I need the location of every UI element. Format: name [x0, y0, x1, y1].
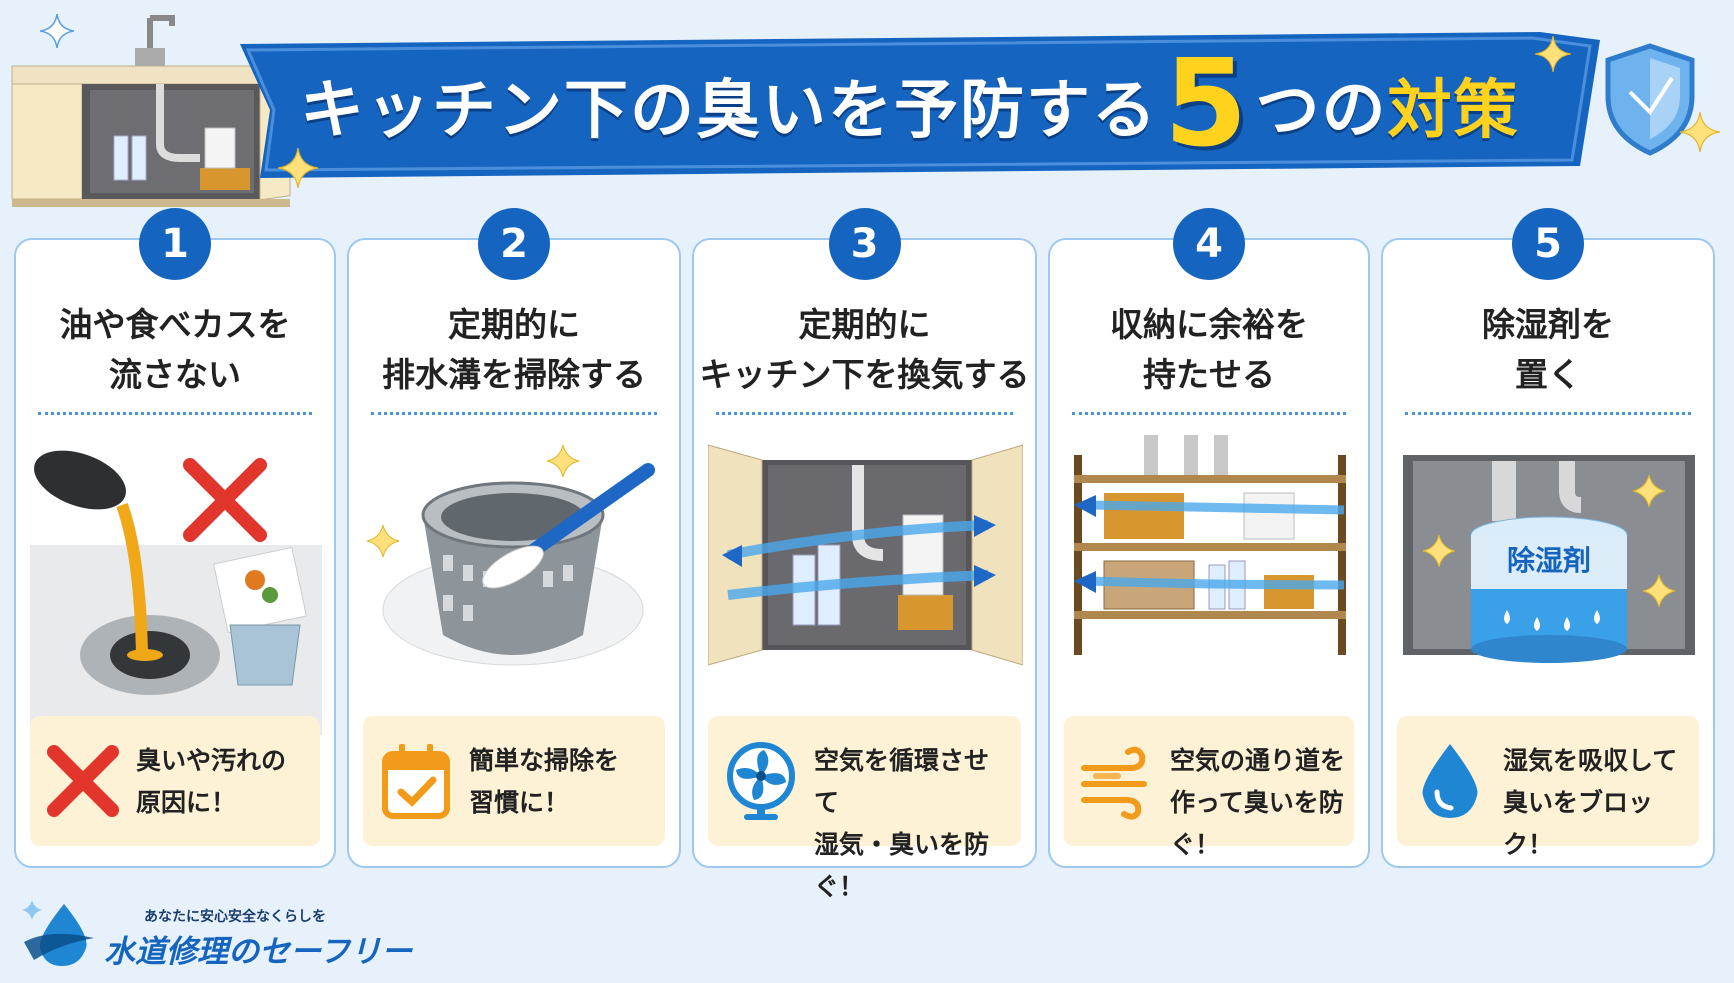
step-note-text: 臭いや汚れの 原因に！ — [136, 740, 312, 824]
dotted-divider — [1072, 412, 1346, 415]
note-line1: 湿気を吸収して — [1503, 746, 1678, 775]
note-line2: 臭いをブロック！ — [1503, 788, 1654, 859]
wind-icon — [1081, 746, 1147, 820]
step-note: 臭いや汚れの 原因に！ — [30, 716, 320, 846]
step-title-line2: 排水溝を掃除する — [382, 355, 646, 394]
step-note-text: 空気の通り道を 作って臭いを防ぐ！ — [1170, 740, 1346, 866]
step-number-badge: 3 — [828, 208, 901, 280]
step-title: 油や食べカスを 流さない — [16, 300, 334, 400]
step-title-line2: 流さない — [109, 355, 241, 394]
calendar-check-icon — [382, 744, 450, 819]
step-card-5: 5 除湿剤を 置く 除湿剤 湿気を吸収して 臭いをブロック！ — [1381, 208, 1715, 868]
step-title-line2: 置く — [1515, 355, 1581, 394]
step-number-badge: 5 — [1512, 208, 1584, 280]
step-note: 空気を循環させて 湿気・臭いを防ぐ！ — [708, 716, 1021, 901]
step-title-line1: 定期的に — [798, 305, 931, 344]
brand-logo-icon — [22, 900, 94, 966]
note-line1: 空気を循環させて — [814, 746, 990, 817]
note-line2: 原因に！ — [136, 788, 237, 817]
red-x-icon — [47, 745, 119, 817]
water-drop-icon — [1422, 744, 1478, 818]
brand-tagline: あなたに安心安全なくらしを — [144, 909, 326, 925]
step-card-4: 4 収納に余裕を 持たせる 空気の通り道を 作って臭いを防ぐ！ — [1048, 208, 1370, 868]
step-number-badge: 1 — [139, 208, 211, 280]
title-number: 5 — [1164, 35, 1250, 174]
step-title: 定期的に 排水溝を掃除する — [349, 300, 679, 400]
dehumidifier-drawing — [1403, 455, 1695, 663]
title-no-text: つの — [1255, 74, 1388, 148]
step-note-text: 簡単な掃除を 習慣に！ — [469, 740, 657, 824]
dehumidifier-illustration: 除湿剤 — [1397, 435, 1699, 735]
note-line2: 作って臭いを防ぐ！ — [1170, 788, 1344, 859]
sparkle-icon — [1535, 36, 1571, 72]
step-title: 収納に余裕を 持たせる — [1050, 300, 1368, 400]
storage-rack-illustration — [1074, 435, 1346, 655]
step-title: 定期的に キッチン下を換気する — [694, 300, 1035, 400]
step-note-text: 湿気を吸収して 臭いをブロック！ — [1503, 740, 1691, 866]
step-title-line1: 定期的に — [448, 305, 580, 344]
step-title: 除湿剤を 置く — [1383, 300, 1713, 400]
step-card-2: 2 定期的に 排水溝を掃除する 簡単な掃除を 習慣に！ — [347, 208, 681, 868]
fan-icon — [727, 742, 795, 820]
note-line1: 簡単な掃除を — [469, 746, 620, 775]
shield-icon — [1605, 43, 1695, 156]
step-title-line2: 持たせる — [1143, 355, 1275, 394]
title-main-text: キッチン下の臭いを予防する — [300, 74, 1158, 148]
sparkle-icon — [1680, 112, 1720, 152]
title-banner — [240, 32, 1600, 178]
step-number-badge: 4 — [1173, 208, 1245, 280]
note-line2: 湿気・臭いを防ぐ！ — [814, 830, 990, 901]
dotted-divider — [1405, 412, 1691, 415]
step-note: 空気の通り道を 作って臭いを防ぐ！ — [1064, 716, 1354, 859]
sparkle-icon — [278, 148, 318, 188]
step-title-line2: キッチン下を換気する — [699, 355, 1030, 394]
dotted-divider — [38, 412, 312, 415]
step-card-1: 1 油や食べカスを 流さない 臭いや汚れの 原因に！ — [14, 208, 336, 868]
step-note: 簡単な掃除を 習慣に！ — [363, 716, 665, 846]
step-note-text: 空気を循環させて 湿気・臭いを防ぐ！ — [814, 740, 1013, 908]
step-title-line1: 収納に余裕を — [1110, 305, 1308, 344]
step-note: 湿気を吸収して 臭いをブロック！ — [1397, 716, 1699, 859]
step-title-line1: 油や食べカスを — [59, 305, 291, 344]
step-card-3: 3 定期的に キッチン下を換気する 空気を循環させて 湿気・臭いを防ぐ！ — [692, 208, 1037, 901]
page-title: キッチン下の臭いを予防する 5 つの 対策 — [300, 30, 1600, 180]
step-number-badge: 2 — [478, 208, 550, 280]
ventilated-cabinet-illustration — [708, 444, 1023, 666]
dotted-divider — [716, 412, 1013, 415]
dehumidifier-label: 除湿剤 — [1506, 544, 1591, 577]
note-line2: 習慣に！ — [469, 788, 570, 817]
drain-basket-brush-illustration — [366, 444, 655, 666]
oil-pan-drain-illustration — [30, 450, 322, 735]
brand-name: 水道修理のセーフリー — [104, 934, 413, 970]
title-end-text: 対策 — [1387, 74, 1520, 148]
note-line1: 臭いや汚れの — [136, 746, 287, 775]
step-title-line1: 除湿剤を — [1482, 305, 1614, 344]
note-line1: 空気の通り道を — [1170, 746, 1346, 775]
dotted-divider — [371, 412, 657, 415]
sparkle-icon — [40, 14, 74, 48]
